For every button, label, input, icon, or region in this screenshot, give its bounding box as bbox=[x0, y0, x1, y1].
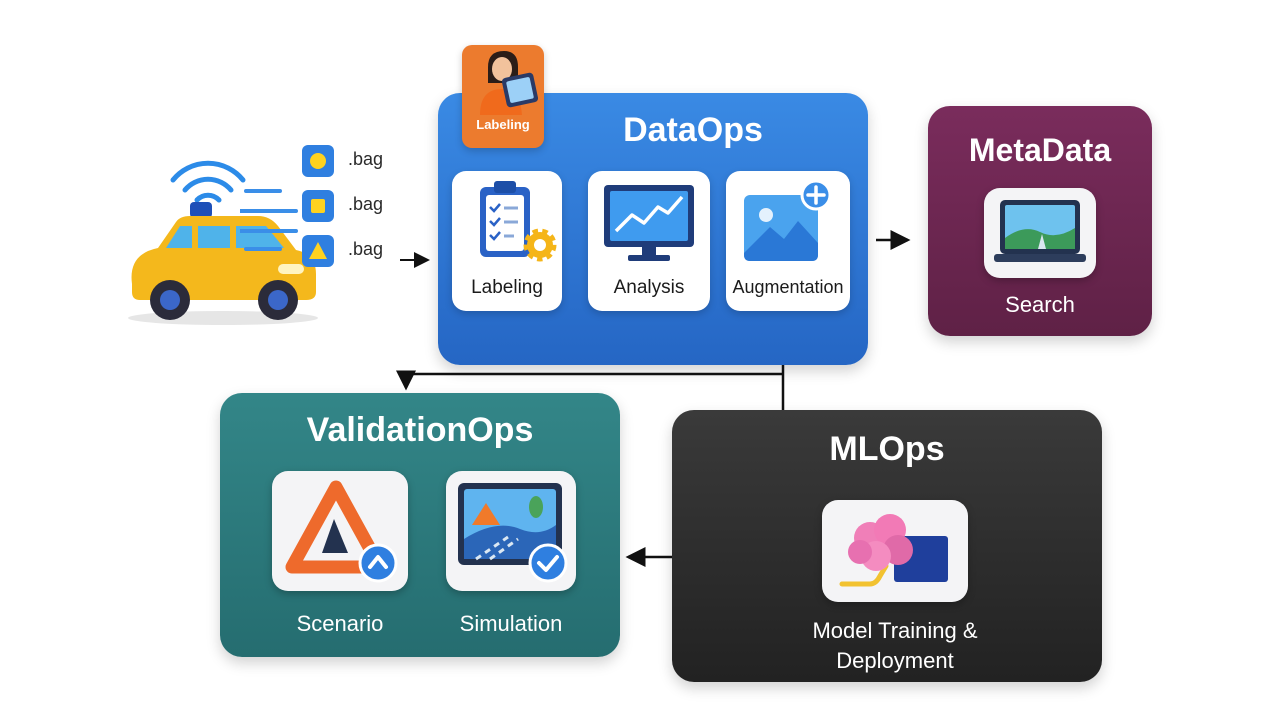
scenario-card[interactable] bbox=[272, 471, 408, 591]
bag-file-3: .bag bbox=[302, 235, 402, 267]
wifi-signal-icon bbox=[170, 160, 246, 203]
bag-file-label: .bag bbox=[348, 239, 384, 259]
road-image-check-icon bbox=[458, 483, 568, 583]
square-icon bbox=[302, 190, 334, 222]
simulation-card[interactable] bbox=[446, 471, 576, 591]
circle-icon bbox=[302, 145, 334, 177]
triangle-icon bbox=[302, 235, 334, 267]
data-stream-lines bbox=[240, 189, 298, 251]
augmentation-card[interactable]: Augmentation bbox=[726, 171, 850, 311]
dataops-title: DataOps bbox=[623, 111, 763, 149]
mlops-panel: MLOps Model Training & Deployment bbox=[672, 410, 1102, 682]
brain-chip-icon bbox=[839, 514, 948, 587]
bag-file-2: .bag bbox=[302, 190, 402, 222]
scenario-label: Scenario bbox=[296, 611, 384, 636]
metadata-panel: MetaData Search bbox=[928, 106, 1152, 336]
laptop-landscape-icon bbox=[994, 200, 1086, 262]
analysis-card-label: Analysis bbox=[613, 277, 685, 298]
mlops-title: MLOps bbox=[829, 430, 945, 468]
bag-file-label: .bag bbox=[348, 194, 384, 214]
labeler-badge-label: Labeling bbox=[476, 117, 530, 132]
monitor-chart-icon bbox=[604, 185, 694, 261]
arrow-dataops-to-validationops bbox=[396, 370, 783, 391]
gear-icon bbox=[523, 228, 557, 262]
augmentation-card-label: Augmentation bbox=[732, 277, 844, 297]
bag-file-1: .bag bbox=[302, 145, 402, 177]
labeling-card-label: Labeling bbox=[471, 277, 543, 298]
bag-file-label: .bag bbox=[348, 149, 384, 169]
search-label: Search bbox=[1005, 292, 1075, 317]
validationops-title: ValidationOps bbox=[306, 411, 534, 449]
warning-triangle-icon bbox=[285, 480, 398, 583]
metadata-title: MetaData bbox=[968, 132, 1112, 168]
analysis-card[interactable]: Analysis bbox=[588, 171, 710, 311]
labeling-card[interactable]: Labeling bbox=[452, 171, 562, 311]
dataops-panel: DataOps Labeling Analysis bbox=[438, 93, 868, 365]
validationops-panel: ValidationOps Scenario Simulation bbox=[220, 393, 620, 657]
search-card[interactable] bbox=[984, 188, 1096, 278]
model-training-card[interactable] bbox=[822, 500, 968, 602]
labeler-badge: Labeling bbox=[462, 45, 544, 148]
image-plus-icon bbox=[744, 179, 832, 261]
clipboard-checklist-icon bbox=[480, 181, 530, 257]
person-tablet-icon bbox=[480, 51, 538, 115]
simulation-label: Simulation bbox=[459, 611, 563, 636]
model-training-label: Model Training & Deployment bbox=[812, 618, 978, 673]
